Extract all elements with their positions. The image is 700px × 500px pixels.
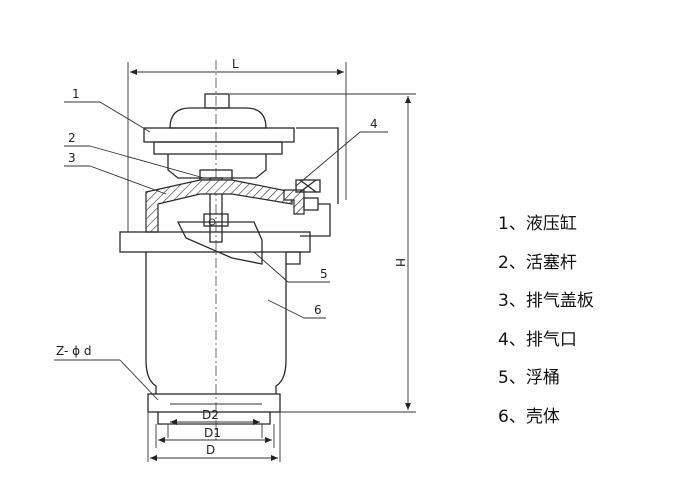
svg-text:5: 5 <box>320 267 328 281</box>
parts-legend: 1、液压缸 2、活塞杆 3、排气盖板 4、排气口 5、浮桶 6、壳体 <box>498 212 594 444</box>
svg-text:6: 6 <box>314 303 322 317</box>
callout-6: 6 <box>267 299 326 319</box>
svg-text:1: 1 <box>72 87 80 101</box>
svg-text:D: D <box>206 443 215 457</box>
svg-text:H: H <box>393 258 407 267</box>
svg-text:2: 2 <box>68 131 76 145</box>
float-bucket <box>176 221 263 265</box>
legend-item-float-bucket: 5、浮桶 <box>498 368 560 389</box>
dimension-d: D <box>147 412 281 462</box>
hydraulic-cylinder <box>143 93 295 179</box>
exhaust-cover-plate <box>145 179 293 233</box>
svg-text:3: 3 <box>68 151 76 165</box>
dimension-length: L <box>127 57 347 232</box>
callout-4: 4 <box>295 117 388 187</box>
callout-5: 5 <box>253 251 330 283</box>
svg-text:L: L <box>232 57 239 71</box>
legend-item-hydraulic-cylinder: 1、液压缸 <box>498 214 577 234</box>
callout-3: 3 <box>64 151 167 195</box>
legend-item-exhaust-port: 4、排气口 <box>498 329 577 350</box>
dimension-d2: D2 <box>167 408 263 438</box>
svg-text:D1: D1 <box>204 426 221 440</box>
exhaust-port <box>283 127 339 237</box>
dimension-d1: D1 <box>155 424 275 448</box>
svg-text:Z- ϕ d: Z- ϕ d <box>56 344 92 358</box>
callout-2: 2 <box>64 131 205 179</box>
legend-item-piston-rod: 2、活塞杆 <box>498 252 577 273</box>
legend-item-valve-body: 6、壳体 <box>498 406 560 427</box>
bolt-hole-annotation: Z- ϕ d <box>54 344 159 401</box>
svg-text:D2: D2 <box>202 408 219 422</box>
callout-1: 1 <box>64 87 151 133</box>
valve-body <box>119 213 311 394</box>
svg-text:4: 4 <box>370 117 378 131</box>
legend-item-exhaust-cover-plate: 3、排气盖板 <box>498 291 594 312</box>
dimension-height: H <box>230 93 416 413</box>
